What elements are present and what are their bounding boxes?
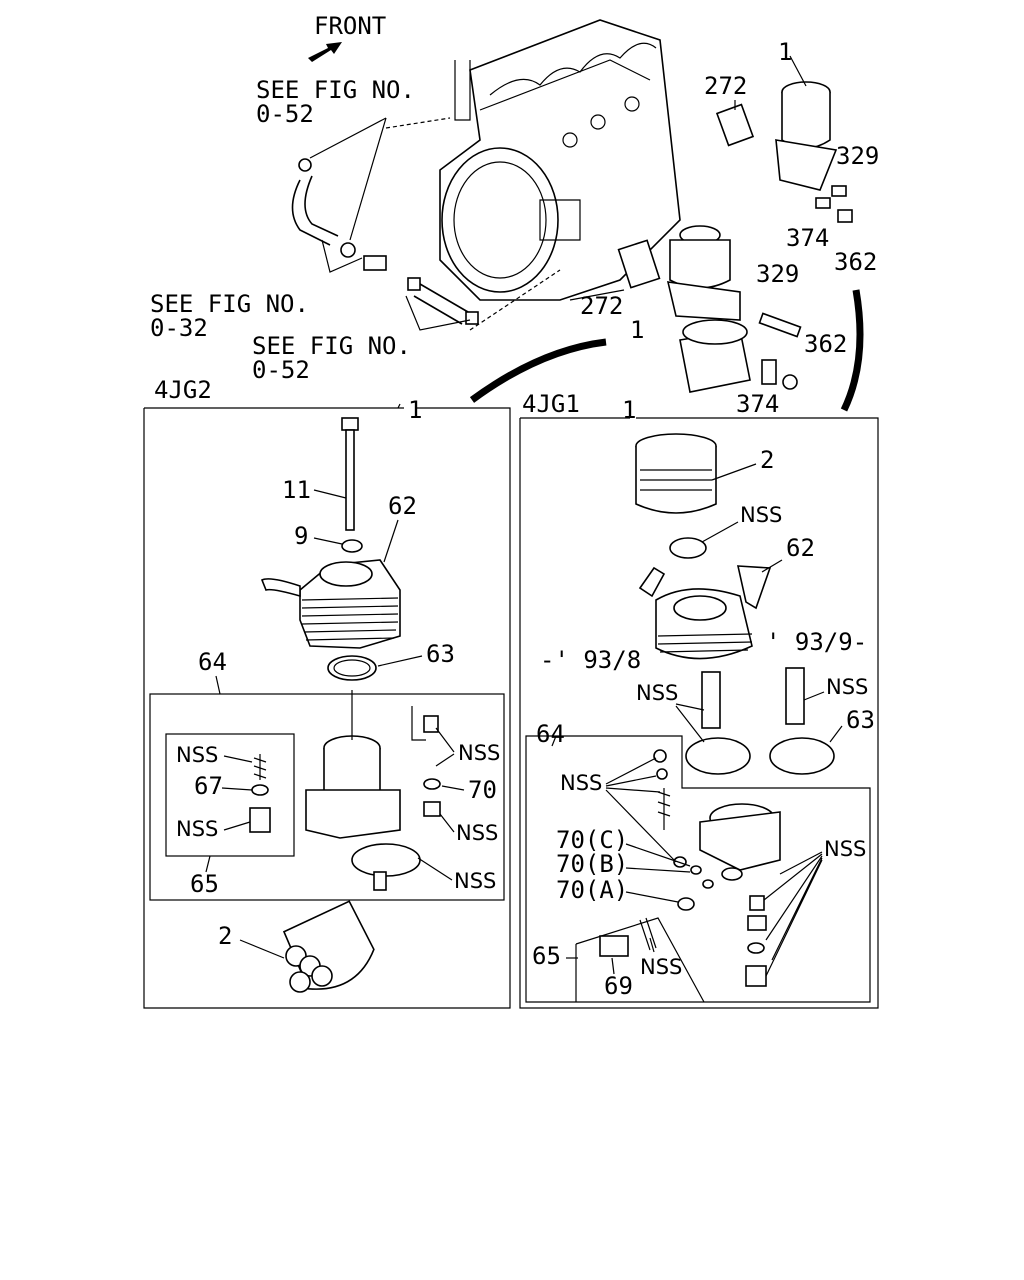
washer-illustration: [341, 539, 363, 553]
label-70c: 70(C): [556, 826, 628, 854]
kit-parts-left-illustration: [249, 706, 441, 833]
label-nss-d-right: NSS: [560, 771, 602, 795]
left-kit-frame: [165, 733, 295, 857]
label-nss-d-left: NSS: [456, 821, 498, 845]
label-nss-c-left: NSS: [458, 741, 500, 765]
front-arrow-icon: [308, 42, 342, 62]
left-panel-title: 4JG2: [154, 376, 212, 404]
label-63-left: 63: [426, 640, 455, 668]
bolt-illustration: [341, 417, 359, 531]
label-64-right: 64: [536, 720, 565, 748]
label-67: 67: [194, 772, 223, 800]
callout-362-top: 362: [834, 248, 877, 276]
filter-cartridge-left-illustration: [282, 900, 375, 993]
label-70-left: 70: [468, 776, 497, 804]
filter-head-left-illustration: [305, 690, 421, 891]
divider-arc-left: [469, 338, 607, 403]
callout-1-mid: 1: [630, 316, 644, 344]
ref-see-fig-3: SEE FIG NO.: [252, 332, 411, 360]
filter-assembly-top-b-illustration: [569, 225, 802, 393]
label-nss-b-right: NSS: [636, 681, 678, 705]
callout-374-top: 374: [786, 224, 829, 252]
label-nss-a-left: NSS: [176, 743, 218, 767]
label-9: 9: [294, 522, 308, 550]
kit-parts-right-illustration: [599, 749, 767, 987]
label-65-right: 65: [532, 942, 561, 970]
ref-fig-code-1: 0-52: [256, 100, 314, 128]
oil-cooler-right-illustration: [638, 565, 772, 660]
left-panel-frame: [143, 403, 511, 1009]
callout-1-top: 1: [778, 38, 792, 66]
right-panel-title: 4JG1: [522, 390, 580, 418]
label-nss-c-right: NSS: [826, 675, 868, 699]
o-ring-right-b: [769, 737, 835, 775]
label-70a: 70(A): [556, 876, 628, 904]
label-2-right: 2: [760, 446, 774, 474]
right-subassembly-frame: [525, 735, 871, 1003]
filter-assembly-top-a-illustration: [715, 55, 853, 223]
label-70b: 70(B): [556, 850, 628, 878]
right-panel-ref: 1: [622, 396, 636, 424]
filter-head-right-illustration: [699, 803, 781, 881]
label-nss-e-right: NSS: [824, 837, 866, 861]
divider-arc-right: [840, 289, 864, 412]
label-63-right: 63: [846, 706, 875, 734]
label-date-b: ' 93/9-: [766, 628, 867, 656]
callout-272-mid: 272: [580, 292, 623, 320]
label-62-left: 62: [388, 492, 417, 520]
o-ring-right-a: [685, 737, 751, 775]
oil-cooler-left-illustration: [260, 559, 401, 649]
callout-362-mid: 362: [804, 330, 847, 358]
label-nss-f-right: NSS: [640, 955, 682, 979]
label-date-a: -' 93/8: [540, 646, 641, 674]
left-panel-ref: 1: [408, 396, 422, 424]
left-subassembly-frame: [149, 693, 505, 901]
filter-cartridge-right-illustration: [635, 433, 717, 514]
hose-assembly-illustration: [291, 117, 561, 331]
right-panel-frame: [519, 417, 879, 1009]
ref-see-fig-1: SEE FIG NO.: [256, 76, 415, 104]
ref-see-fig-2: SEE FIG NO.: [150, 290, 309, 318]
label-69: 69: [604, 972, 633, 1000]
union-fittings-right-illustration: [701, 667, 805, 729]
label-62-right: 62: [786, 534, 815, 562]
label-nss-e-left: NSS: [454, 869, 496, 893]
engine-block-illustration: [439, 19, 681, 301]
front-label: FRONT: [314, 12, 386, 40]
ref-fig-code-3: 0-52: [252, 356, 310, 384]
callout-272-top: 272: [704, 72, 747, 100]
label-2-left: 2: [218, 922, 232, 950]
label-nss-a-right: NSS: [740, 503, 782, 527]
label-65-left: 65: [190, 870, 219, 898]
nut-illustration: [669, 537, 707, 559]
ref-fig-code-2: 0-32: [150, 314, 208, 342]
label-11: 11: [282, 476, 311, 504]
callout-329-top: 329: [836, 142, 879, 170]
label-64-left: 64: [198, 648, 227, 676]
o-ring-63-left: [327, 655, 377, 681]
label-nss-b-left: NSS: [176, 817, 218, 841]
callout-329-mid: 329: [756, 260, 799, 288]
callout-374-mid: 374: [736, 390, 779, 418]
